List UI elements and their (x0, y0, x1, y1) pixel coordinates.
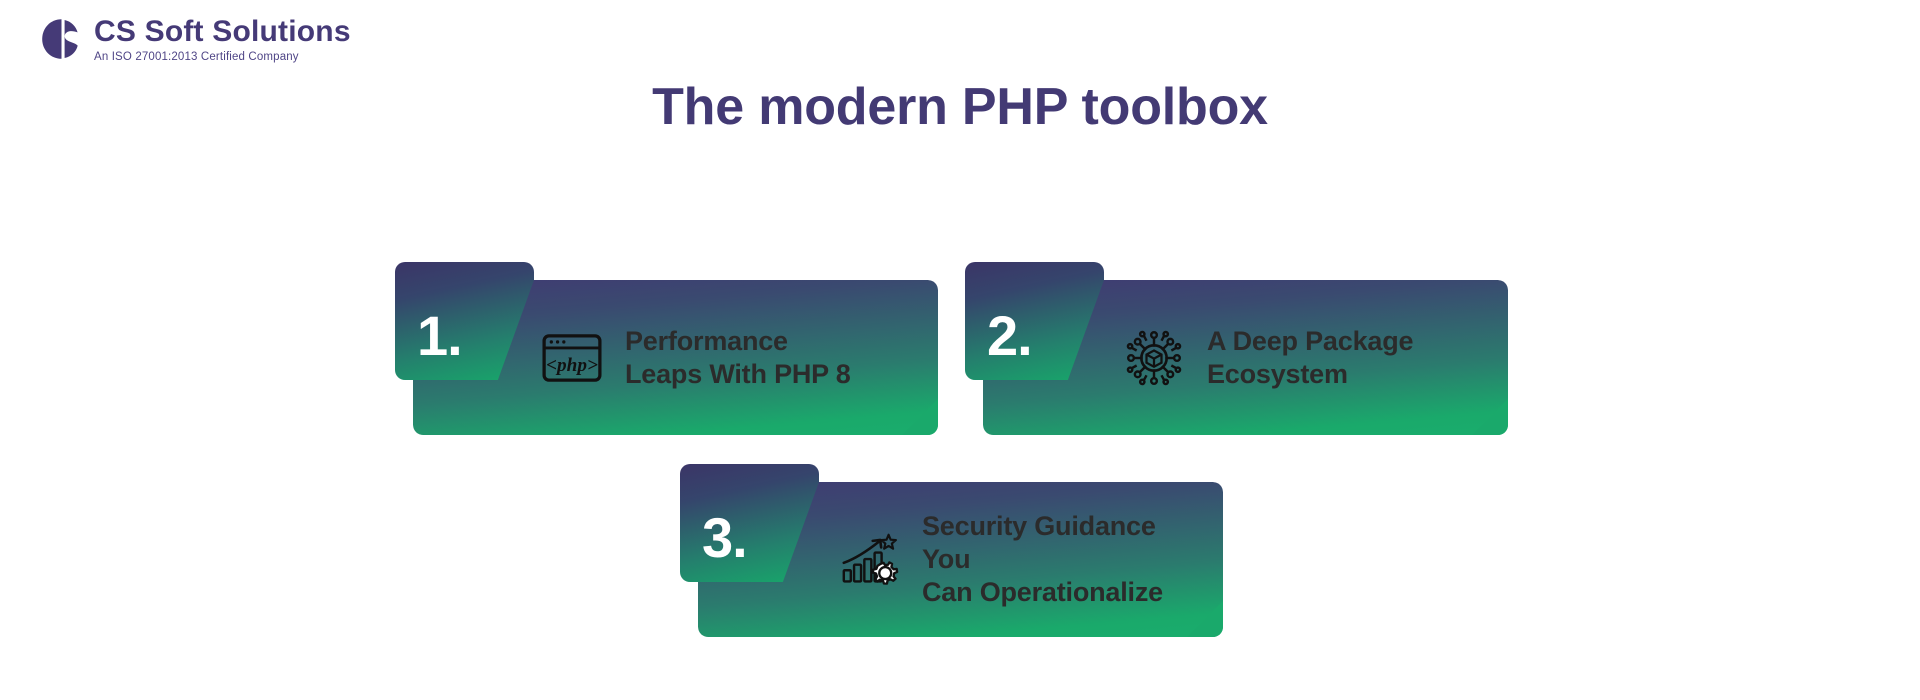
card-content: Security Guidance You Can Operationalize (838, 482, 1209, 637)
card-label-line1: Security Guidance You (922, 511, 1156, 575)
security-growth-gear-icon (838, 529, 900, 591)
php-browser-window-icon: <php> (541, 327, 603, 389)
card-label: Security Guidance You Can Operationalize (922, 510, 1209, 609)
card-label-line1: Performance (625, 325, 788, 356)
page-title: The modern PHP toolbox (652, 78, 1268, 136)
card-label-line1: A Deep Package (1207, 325, 1414, 356)
svg-text:<php>: <php> (546, 354, 598, 375)
package-ecosystem-cube-icon (1123, 327, 1185, 389)
card-label-line2: Ecosystem (1207, 358, 1348, 389)
brand-tagline: An ISO 27001:2013 Certified Company (94, 50, 299, 63)
card-label-line2: Leaps With PHP 8 (625, 358, 851, 389)
card-label-line2: Can Operationalize (922, 576, 1163, 607)
feature-card-2: 2. (965, 262, 1508, 435)
brand-name: CS Soft Solutions (94, 15, 351, 48)
card-number: 2. (987, 304, 1033, 367)
card-label: A Deep Package Ecosystem (1207, 325, 1414, 391)
card-label: Performance Leaps With PHP 8 (625, 325, 851, 391)
card-number: 3. (702, 506, 748, 569)
card-content: A Deep Package Ecosystem (1123, 280, 1494, 435)
card-number: 1. (417, 304, 463, 367)
brand-logo: CS Soft Solutions An ISO 27001:2013 Cert… (38, 16, 351, 63)
brand-logo-text: CS Soft Solutions An ISO 27001:2013 Cert… (94, 16, 351, 63)
feature-card-3: 3. (680, 464, 1223, 637)
feature-card-1: 1. <php> Performance Leaps With PHP 8 (395, 262, 938, 435)
cs-monogram-icon (38, 17, 82, 61)
card-content: <php> Performance Leaps With PHP 8 (541, 280, 924, 435)
